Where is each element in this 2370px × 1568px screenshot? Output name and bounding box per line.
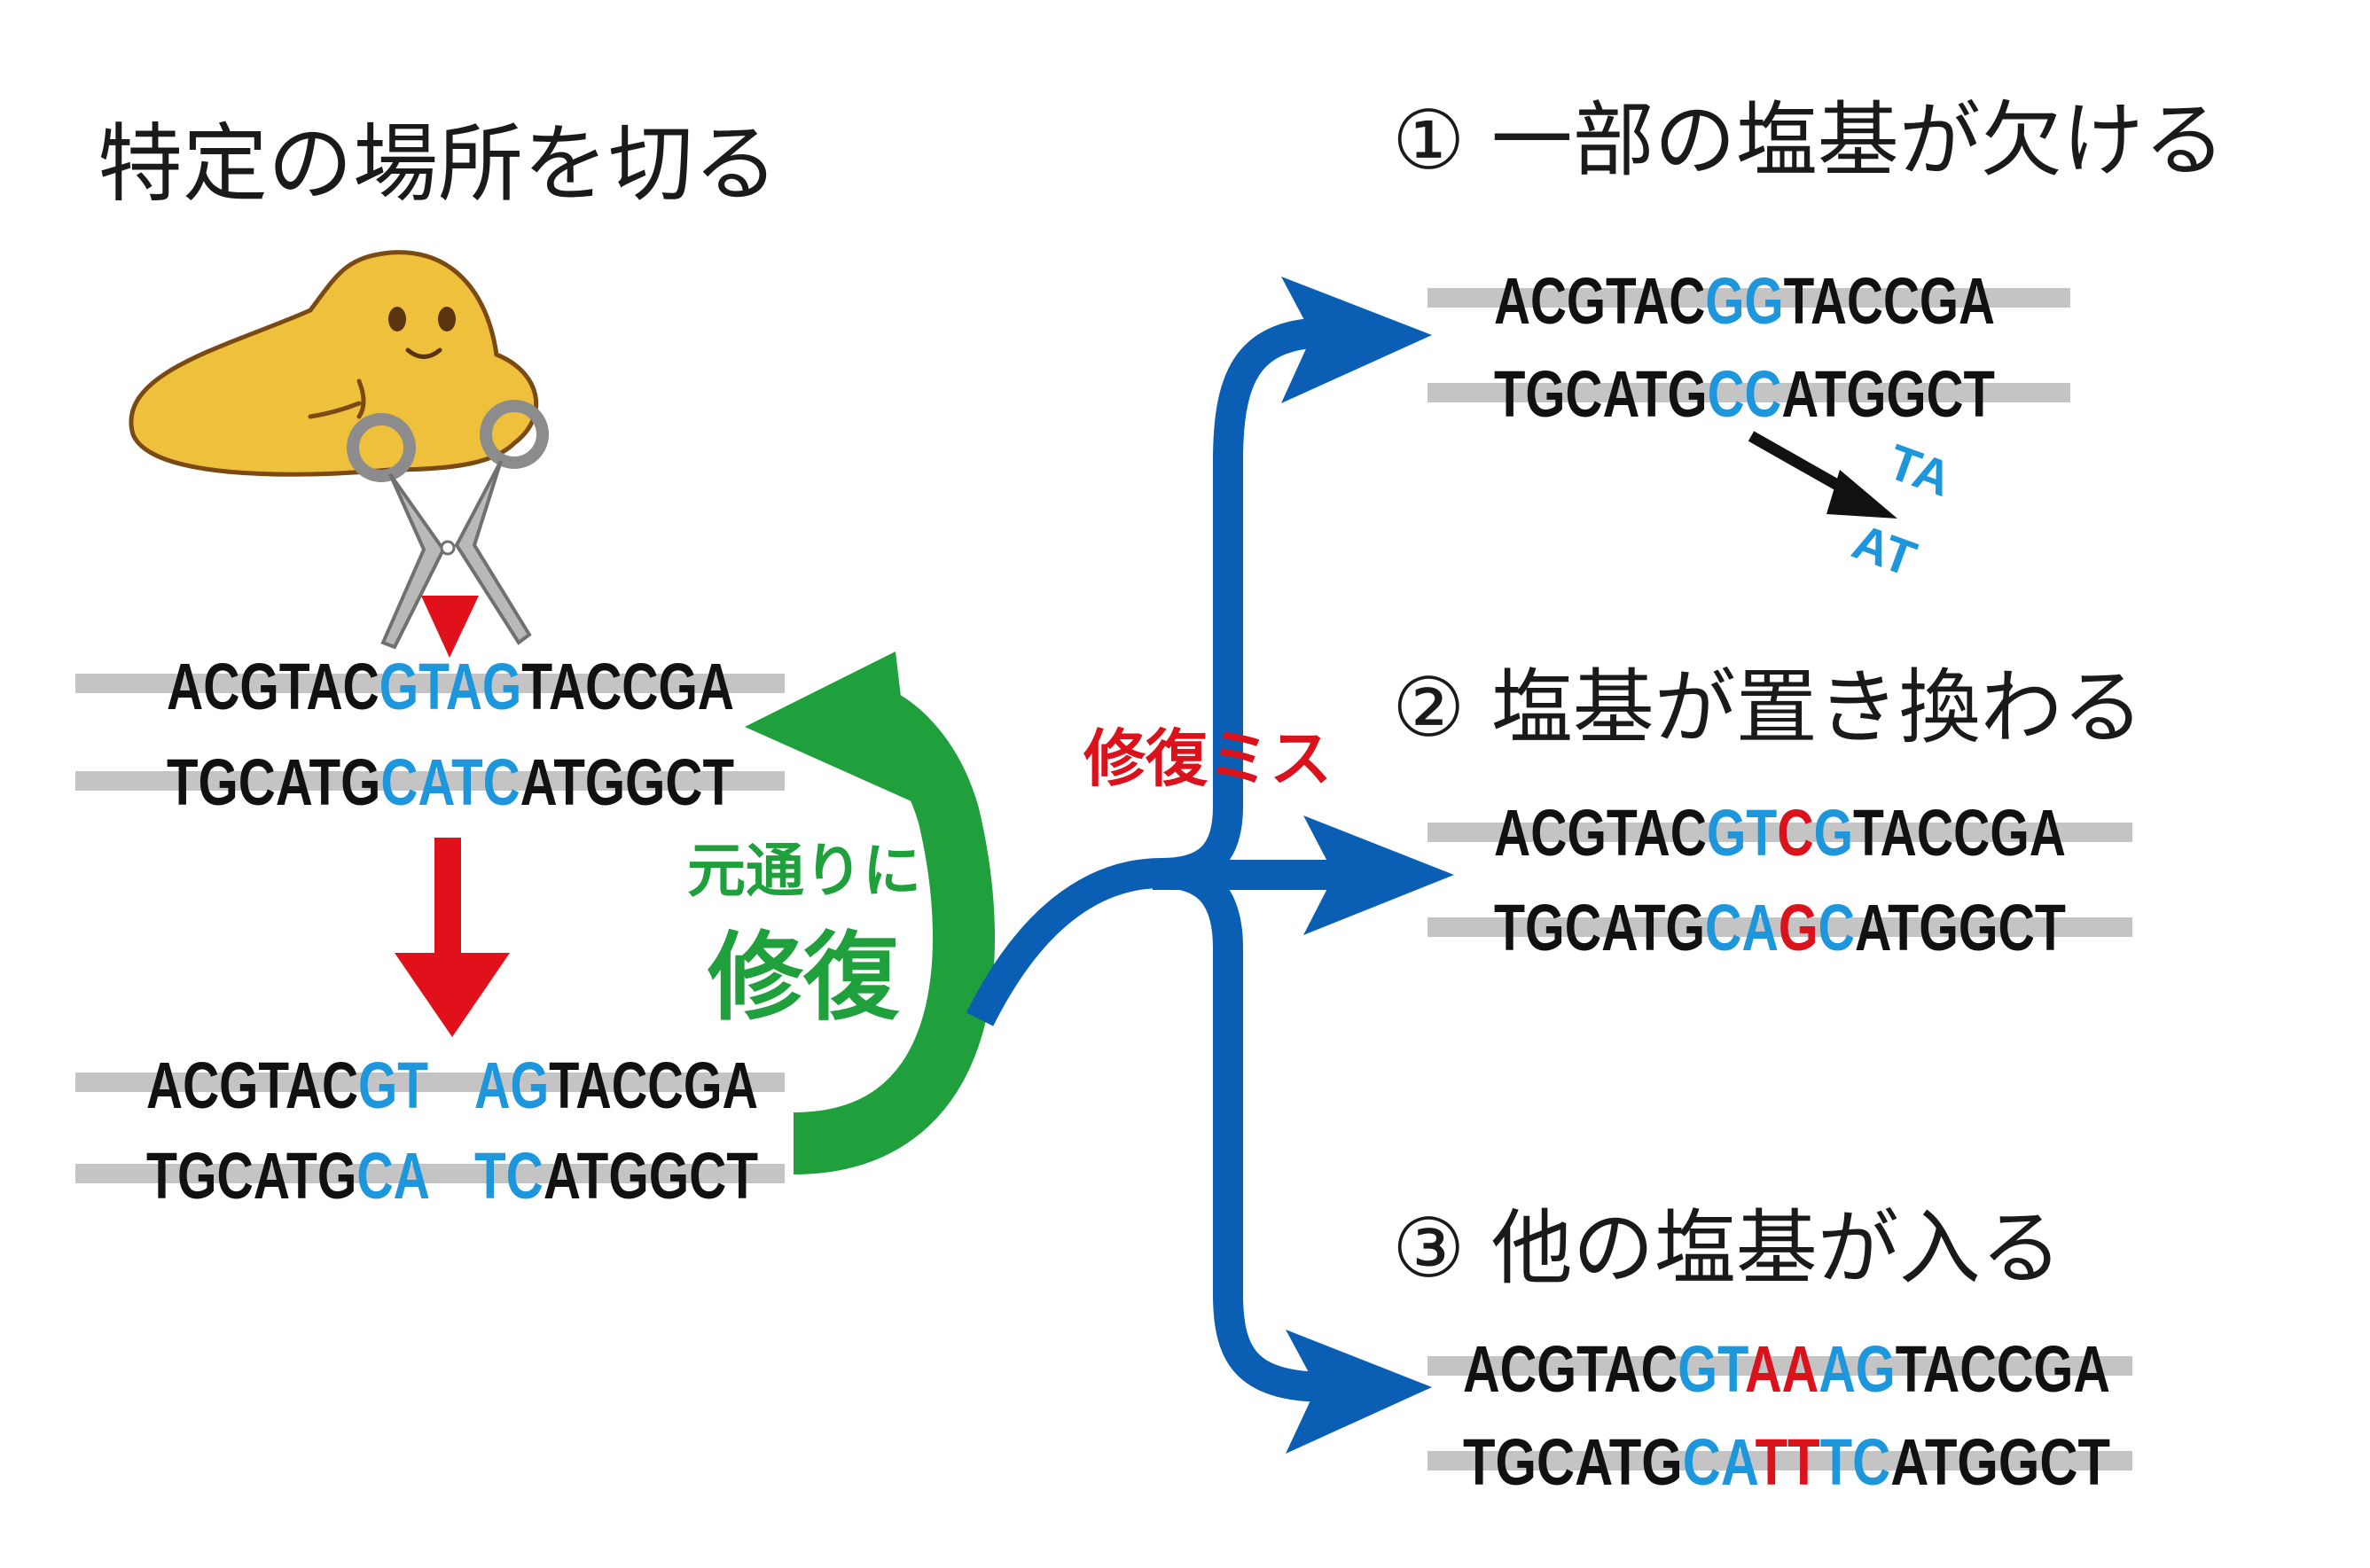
branch-arrowhead-3 (1286, 1330, 1432, 1454)
cut-top-right: AGTACCGA (474, 1049, 758, 1122)
removed-bases-bottom: AT (1846, 513, 1924, 587)
outcome-2-bottom-strand: TGCATGCAGCATGGCT (1494, 891, 2066, 964)
outcome-2-title: ② 塩基が置き換わる (1392, 660, 2144, 755)
outcome-2-top-strand: ACGTACGTCGTACCGA (1494, 796, 2066, 870)
cut-bottom-left: TGCATGCA (146, 1139, 430, 1213)
left-title: 特定の場所を切る (98, 114, 778, 214)
repair-label-line2: 修復 (708, 923, 900, 1034)
original-bottom-strand: TGCATGCATCATGGCT (167, 745, 734, 819)
outcome-1-bottom-strand: TGCATGCCATGGCT (1494, 357, 1995, 431)
outcome-3-dna: ACGTACGTAAAGTACCGA TGCATGCATTTCATGGCT (1427, 1332, 2132, 1499)
branch-arrowhead-1 (1281, 277, 1432, 403)
outcome-3-bottom-strand: TGCATGCATTTCATGGCT (1463, 1425, 2110, 1499)
outcome-1-top-strand: ACGTACGGTACCGA (1494, 264, 1995, 338)
outcome-3-title: ③ 他の塩基が入る (1392, 1201, 2062, 1296)
scissors-icon (347, 400, 549, 650)
cut-dna: ACGTACGT AGTACCGA TGCATGCA TCATGGCT (75, 1049, 785, 1213)
outcome-3-top-strand: ACGTACGTAAAGTACCGA (1463, 1332, 2110, 1406)
cut-arrow (395, 838, 510, 1037)
cut-bottom-right: TCATGGCT (474, 1139, 758, 1213)
outcome-1-dna: ACGTACGGTACCGA TGCATGCCATGGCT (1427, 264, 2070, 431)
deletion-arrow (1748, 431, 1897, 519)
enzyme-character (129, 250, 539, 477)
removed-bases-top: TA (1881, 433, 1959, 507)
outcome-1-title: ① 一部の塩基が欠ける (1392, 93, 2225, 188)
branch-arrowhead-2 (1303, 815, 1454, 935)
repair-arrow (745, 651, 995, 1174)
cut-site-marker (421, 596, 479, 658)
repair-label-line1: 元通りに (687, 837, 921, 905)
original-top-strand: ACGTACGTAGTACCGA (167, 650, 734, 723)
original-dna: ACGTACGTAGTACCGA TGCATGCATCATGGCT (75, 650, 785, 819)
cut-top-left: ACGTACGT (146, 1049, 428, 1122)
error-branch-paths (966, 317, 1352, 1402)
error-label: 修復ミス (1083, 722, 1332, 795)
outcome-2-dna: ACGTACGTCGTACCGA TGCATGCAGCATGGCT (1427, 796, 2132, 964)
